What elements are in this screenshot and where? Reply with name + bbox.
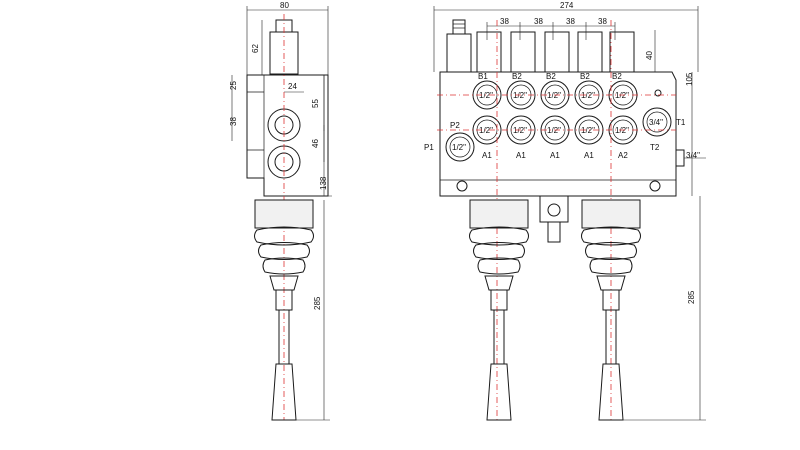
- dim-38-a: 38: [500, 17, 509, 26]
- dim-38-c: 38: [566, 17, 575, 26]
- port-label-a1-1: A1: [482, 151, 492, 160]
- port-label-p1: P1: [424, 143, 434, 152]
- dim-105: 105: [685, 72, 694, 86]
- port-size-mid-3: 1/2": [547, 126, 561, 135]
- outlet-size: 3/4": [649, 118, 663, 127]
- dim-24: 24: [288, 82, 297, 91]
- port-size-top-1: 1/2": [479, 91, 493, 100]
- port-label-t1: T1: [676, 118, 686, 127]
- dim-38-b: 38: [534, 17, 543, 26]
- port-size-top-4: 1/2": [581, 91, 595, 100]
- port-label-b2-d: B2: [612, 72, 622, 81]
- dim-138: 138: [319, 176, 328, 190]
- port-label-b1: B1: [478, 72, 488, 81]
- port-size-top-5: 1/2": [615, 91, 629, 100]
- dim-38: 38: [229, 117, 238, 126]
- dim-285-front: 285: [687, 290, 696, 304]
- port-label-t2: T2: [650, 143, 660, 152]
- dim-t2-thread: 3/4": [686, 151, 700, 160]
- side-view: 80 62 25 38 24 55 46 138: [229, 1, 332, 421]
- port-size-mid-4: 1/2": [581, 126, 595, 135]
- port-size-mid-1: 1/2": [479, 126, 493, 135]
- dim-274: 274: [560, 1, 574, 10]
- port-label-a1-3: A1: [550, 151, 560, 160]
- dim-38-d: 38: [598, 17, 607, 26]
- port-label-p2: P2: [450, 121, 460, 130]
- port-label-a1-4: A1: [584, 151, 594, 160]
- inlet-size: 1/2": [452, 143, 466, 152]
- port-label-a2: A2: [618, 151, 628, 160]
- dim-40: 40: [645, 51, 654, 60]
- port-size-top-3: 1/2": [547, 91, 561, 100]
- port-label-b2-a: B2: [512, 72, 522, 81]
- port-size-top-2: 1/2": [513, 91, 527, 100]
- port-size-mid-2: 1/2": [513, 126, 527, 135]
- dim-46: 46: [311, 139, 320, 148]
- port-label-b2-b: B2: [546, 72, 556, 81]
- dim-80: 80: [280, 1, 289, 10]
- lever-left: [469, 199, 529, 421]
- dim-285-side: 285: [313, 296, 322, 310]
- dim-25: 25: [229, 81, 238, 90]
- dim-62: 62: [251, 44, 260, 53]
- port-label-a1-2: A1: [516, 151, 526, 160]
- port-label-b2-c: B2: [580, 72, 590, 81]
- port-size-mid-5: 1/2": [615, 126, 629, 135]
- dim-55: 55: [311, 99, 320, 108]
- front-view: 274 38 38 38 38 40 105 B1: [424, 1, 706, 421]
